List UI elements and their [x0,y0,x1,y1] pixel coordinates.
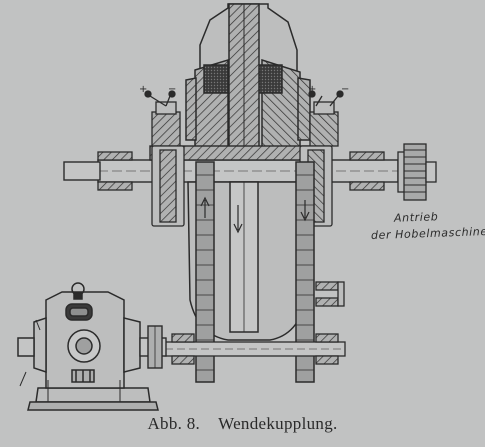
polarity-right-plus: + [308,84,317,95]
motor-leads [19,319,41,387]
output-gear [397,143,437,201]
polarity-right-minus: − [341,84,350,95]
polarity-left-plus: + [139,84,148,95]
figure-caption: Abb. 8. Wendekupplung. [0,414,485,434]
lower-shaft [164,281,346,365]
left-brush-holder [144,90,181,147]
main-housing [185,3,311,165]
drive-label-line-1: Antrieb [393,210,439,225]
gear-wheel [187,161,315,383]
figure-number: Abb. 8. [147,414,201,433]
electric-motor [17,282,159,411]
motor-coupling [139,325,167,369]
polarity-left-minus: − [168,84,177,95]
figure-title: Wendekupplung. [218,414,338,433]
right-brush-holder [308,90,344,147]
shaft-bearings [97,151,385,191]
